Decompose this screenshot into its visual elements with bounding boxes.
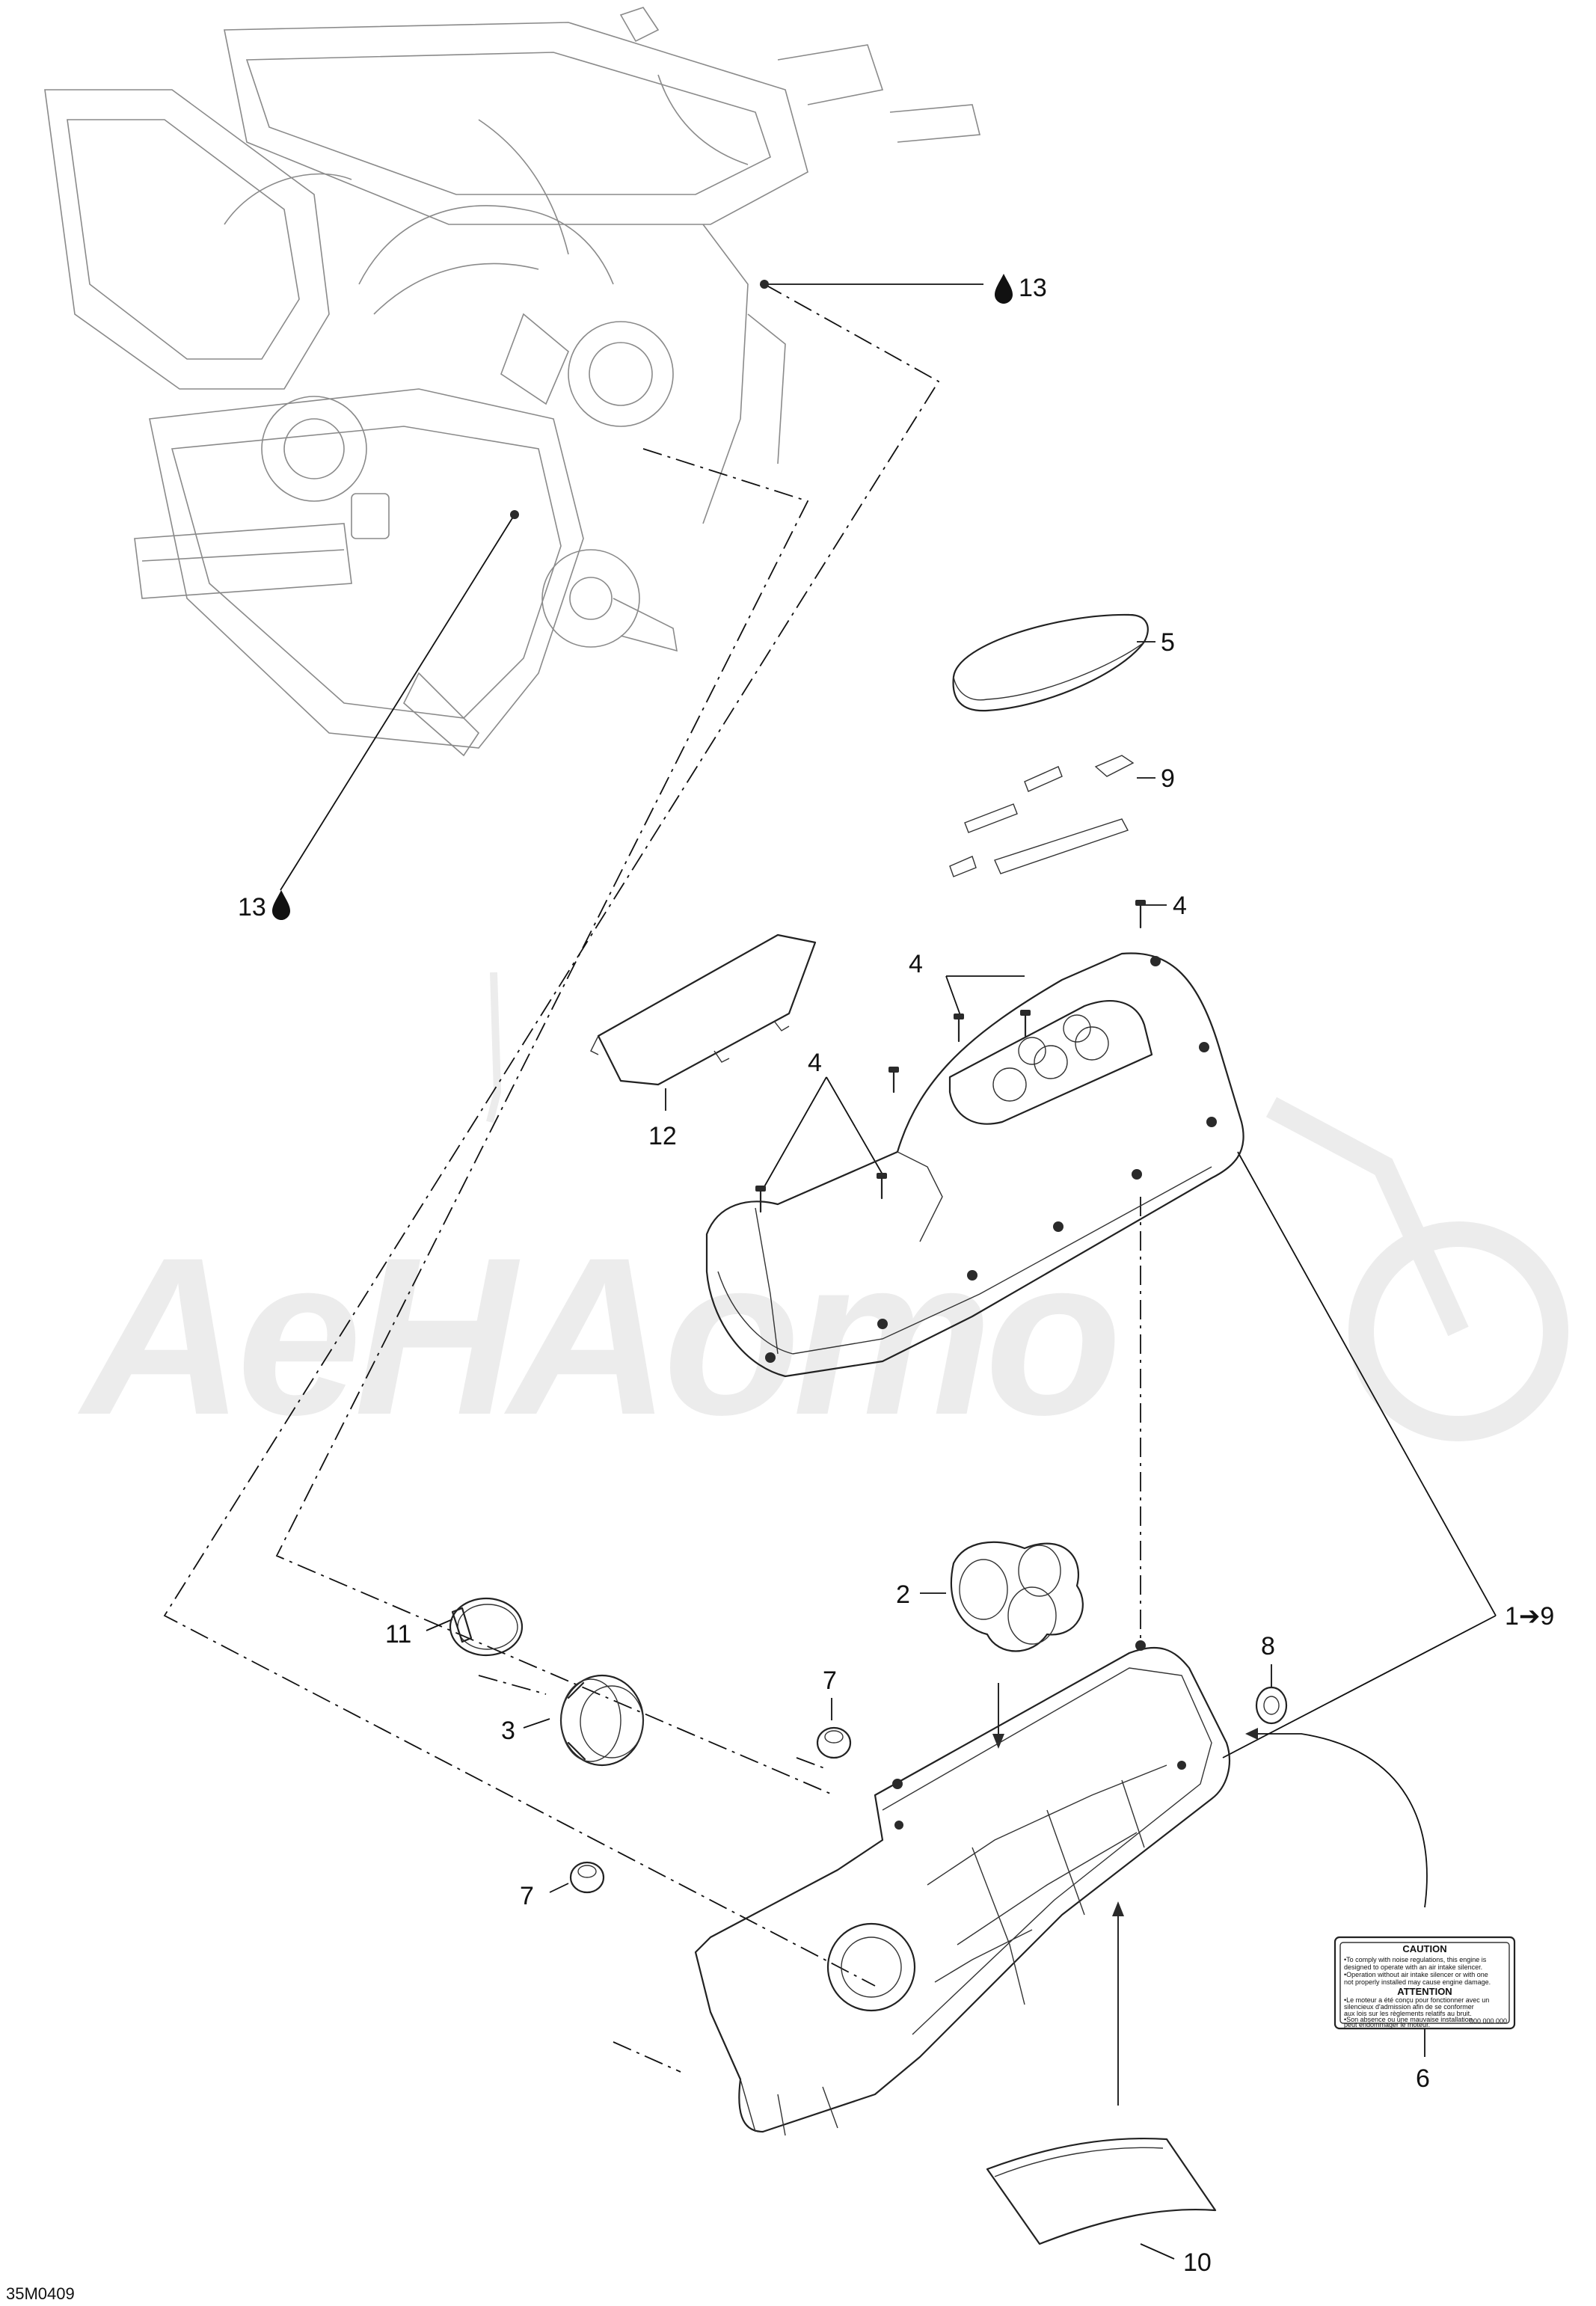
callout-4-top: 4	[909, 950, 923, 978]
callout-8: 8	[1261, 1632, 1275, 1660]
engine-assembly	[44, 7, 981, 757]
callout-9: 9	[1161, 764, 1175, 793]
assembly-lines	[163, 283, 1141, 2073]
callout-12: 12	[648, 1122, 677, 1150]
drawing-code: 35M0409	[6, 2284, 75, 2303]
caution-decal-part: CAUTION •To comply with noise regulation…	[1333, 1936, 1516, 2030]
caution-heading-en: CAUTION	[1402, 1943, 1446, 1954]
screws-part	[755, 900, 1146, 1213]
callout-4-middle: 4	[808, 1049, 822, 1077]
callout-13-bottom: 13	[238, 893, 266, 922]
hose-clamp-part	[449, 1597, 524, 1657]
small-grommet-part	[1255, 1686, 1288, 1725]
caution-text-en-2: designed to operate with an air intake s…	[1344, 1963, 1482, 1971]
grommet-part-upper	[816, 1726, 852, 1759]
callout-6: 6	[1416, 2064, 1430, 2093]
intake-adaptor-part	[559, 1674, 645, 1767]
watermark: AeHAomo	[76, 972, 1568, 1462]
silencer-base-part	[694, 1640, 1230, 2136]
caution-text-fr-3: aux lois sur les règlements relatifs au …	[1344, 2010, 1472, 2017]
oil-drop-icon-bottom	[272, 890, 290, 920]
callout-3: 3	[501, 1717, 515, 1745]
oil-drop-icon-top	[995, 274, 1013, 304]
caution-text-fr-1: •Le moteur a été conçu pour fonctionner …	[1344, 1996, 1489, 2004]
grommet-part-lower	[569, 1861, 605, 1894]
watermark-text: AeHAomo	[76, 1210, 1118, 1462]
callout-2: 2	[896, 1580, 910, 1609]
caution-text-en-1: •To comply with noise regulations, this …	[1344, 1956, 1487, 1963]
caution-text-fr-5: peut endommager le moteur.	[1344, 2021, 1430, 2029]
silencer-cover-part	[705, 952, 1244, 1378]
callout-1-to-9: 1➔9	[1505, 1602, 1554, 1631]
callout-5: 5	[1161, 628, 1175, 657]
adhesive-strips-part	[949, 755, 1135, 877]
cover-plate-part	[590, 933, 817, 1086]
callout-13-top: 13	[1019, 274, 1047, 302]
caution-heading-fr: ATTENTION	[1397, 1986, 1452, 1997]
filter-mat-part	[986, 2137, 1217, 2245]
caution-text-en-4: not properly installed may cause engine …	[1344, 1978, 1491, 1986]
leader-lines	[280, 280, 1497, 2260]
tube-grommet-part	[950, 1541, 1084, 1652]
callout-11: 11	[385, 1620, 411, 1649]
callout-7-lower: 7	[520, 1882, 534, 1910]
callout-10: 10	[1183, 2248, 1212, 2277]
caution-text-fr-2: silencieux d'admission afin de se confor…	[1344, 2003, 1474, 2011]
foam-filter-part	[952, 613, 1149, 712]
callout-7-upper: 7	[823, 1666, 837, 1695]
caution-text-fr-4: •Son absence ou une mauvaise installatio…	[1344, 2016, 1473, 2023]
callout-4-right: 4	[1173, 892, 1187, 920]
caution-part-code: 000 000 000	[1470, 2017, 1507, 2025]
caution-text-en-3: •Operation without air intake silencer o…	[1344, 1971, 1488, 1978]
callout-labels: 13 13 5 9 4 4 4 12 2 8 1➔9 7 11 3 7 6 10	[238, 274, 1554, 2277]
